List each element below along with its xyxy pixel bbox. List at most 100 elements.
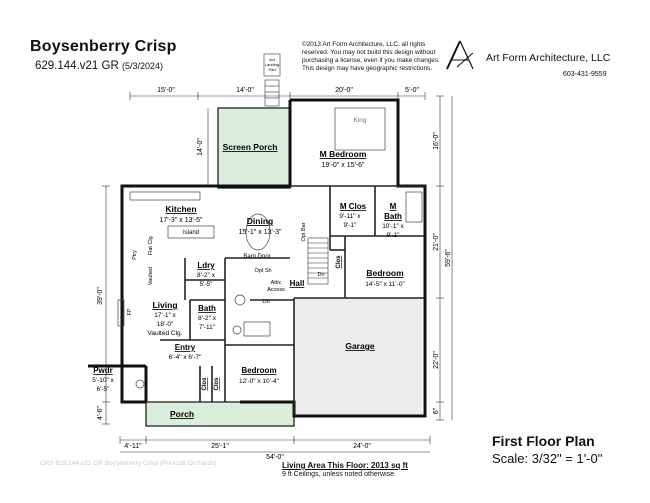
clos-right-label: Clos <box>336 255 342 269</box>
copyright-line: ©2013 Art Form Architecture, LLC, all ri… <box>302 41 426 48</box>
dim-left-3: 4'-6" <box>97 406 104 420</box>
living-size-2: 18'-0" <box>157 321 174 328</box>
dim-right-2: 21'-0" <box>433 233 440 251</box>
firm-phone: 603-431-9559 <box>563 71 607 78</box>
dim-overall-bottom: 54'-0" <box>266 454 284 461</box>
dn-label: Dn <box>317 272 324 278</box>
m-clos-size: 9'-11" x <box>339 213 361 220</box>
opt-sh-label: Opt Sh <box>254 268 271 274</box>
pwdr-size-2: 6'-5" <box>97 386 111 393</box>
copyright-line: purchasing a license, even if you make c… <box>302 57 440 64</box>
plan-title: Boysenberry Crisp <box>30 38 177 55</box>
plan-id: 629.144.v21 GR (5/3/2024) <box>35 60 163 72</box>
kitchen-island <box>167 225 215 239</box>
ceilings-note: 9 ft Ceilings, unless noted otherwise <box>282 471 395 478</box>
attic-access-label: Attic <box>271 280 282 286</box>
interior-walls <box>160 185 425 416</box>
m-bath-size: 10'-1" x <box>382 223 404 230</box>
dim-left-2: 39'-0" <box>97 287 104 305</box>
copyright-notice: ©2013 Art Form Architecture, LLC, all ri… <box>302 41 450 73</box>
m-bath-label: M <box>390 202 397 211</box>
dim-top-2: 14'-0" <box>236 87 254 94</box>
fixtures <box>117 107 423 389</box>
m-clos-size-2: 9'-1" <box>344 222 358 229</box>
pwdr-size: 5'-10" x <box>92 377 114 384</box>
bed-label: King <box>353 117 366 124</box>
stairs <box>263 53 329 285</box>
ldry-size: 8'-2" x <box>197 272 216 279</box>
lin-label: Lin <box>262 299 269 305</box>
king-bed <box>334 107 386 151</box>
vaulted-label: Vaulted <box>148 267 154 285</box>
kitchen-size: 17'-3" x 13'-5" <box>159 217 203 224</box>
landing-pad-label: 4x4 <box>269 57 276 62</box>
bath-size: 8'-2" x <box>198 315 217 322</box>
dining-label: Dining <box>247 216 273 226</box>
sheet-title: First Floor Plan <box>492 433 595 449</box>
landing-pad-label: Pad <box>268 67 275 72</box>
washer-icon <box>234 294 246 306</box>
attic-access-label: Access <box>267 287 285 293</box>
dim-right-4: 6" <box>433 407 440 414</box>
firm-logo-icon <box>446 40 474 70</box>
fp-label: FP <box>127 308 133 315</box>
shower <box>405 191 423 223</box>
porch-label: Porch <box>170 409 194 419</box>
m-bath-label-2: Bath <box>384 212 402 221</box>
living-label: Living <box>152 300 177 310</box>
garage-area <box>294 298 422 416</box>
living-size: 17'-1" x <box>154 312 176 319</box>
bedroom-lower-size: 12'-0" x 10'-4" <box>239 378 280 385</box>
ldry-size-2: 5'-5" <box>200 281 214 288</box>
porch-area <box>146 402 294 426</box>
dim-bottom-1: 4'-11" <box>124 443 142 450</box>
dim-top-4: 5'-0" <box>405 87 419 94</box>
dim-right-3: 22'-0" <box>433 351 440 369</box>
m-bedroom-size: 19'-0" x 15'-6" <box>321 162 365 169</box>
dimension-lines <box>102 92 453 453</box>
m-bedroom-label: M Bedroom <box>320 149 367 159</box>
ldry-label: Ldry <box>197 261 215 270</box>
pwdr-label: Pwdr <box>93 366 113 375</box>
bedroom-lower-label: Bedroom <box>241 366 276 375</box>
living-area-label: Living Area This Floor: 2013 sq ft <box>282 461 408 470</box>
m-clos-label: M Clos <box>340 202 367 211</box>
toilet-icon <box>232 325 242 335</box>
clos-b-label: Clos <box>214 377 220 391</box>
copyright-line: reserved. You may not build this design … <box>302 49 436 56</box>
dim-overall-right: 59'-6" <box>445 249 452 267</box>
dining-table <box>245 213 271 251</box>
kitchen-label: Kitchen <box>165 204 196 214</box>
dim-top-3: 20'-0" <box>335 87 353 94</box>
pantry-label: Ptry <box>132 250 138 260</box>
bedroom-right-size: 14'-5" x 11'-0" <box>365 281 405 288</box>
m-bath-size-2: 9'-1" <box>387 232 401 239</box>
dim-left-1: 14'-0" <box>197 138 204 156</box>
watermark-text: CRS 629.144.v21 GR Boysenberry Crisp (Pr… <box>40 460 217 467</box>
plan-date: (5/3/2024) <box>121 61 163 71</box>
dim-top-1: 15'-0" <box>157 87 175 94</box>
dining-size: 15'-1" x 13'-3" <box>238 229 282 236</box>
bedroom-right-label: Bedroom <box>366 268 404 278</box>
dim-bottom-2: 25'-1" <box>211 443 229 450</box>
dim-bottom-3: 24'-0" <box>353 443 371 450</box>
bath-size-2: 7'-11" <box>199 324 216 331</box>
barn-door-label: Barn Door <box>243 254 270 260</box>
opt-bar-label: Opt Bar <box>301 222 307 241</box>
entry-size: 6'-4" x 6'-7" <box>169 354 202 361</box>
copyright-line: This design may have geographic restrict… <box>302 65 433 72</box>
island-label: Island <box>183 230 199 236</box>
hall-label: Hall <box>290 279 305 288</box>
screen-porch-label: Screen Porch <box>223 142 278 152</box>
dim-right-1: 16'-0" <box>433 132 440 150</box>
landing-pad-label: Landing <box>265 62 279 67</box>
fireplace <box>117 299 125 327</box>
flat-clg-label: Flat Clg. <box>148 234 154 255</box>
firm-name: Art Form Architecture, LLC <box>486 52 611 64</box>
tub <box>243 321 271 337</box>
clos-a-label: Clos <box>202 377 208 391</box>
scale-label: Scale: 3/32" = 1'-0" <box>492 451 603 466</box>
pwdr-toilet-icon <box>135 379 145 389</box>
garage-label: Garage <box>345 341 375 351</box>
